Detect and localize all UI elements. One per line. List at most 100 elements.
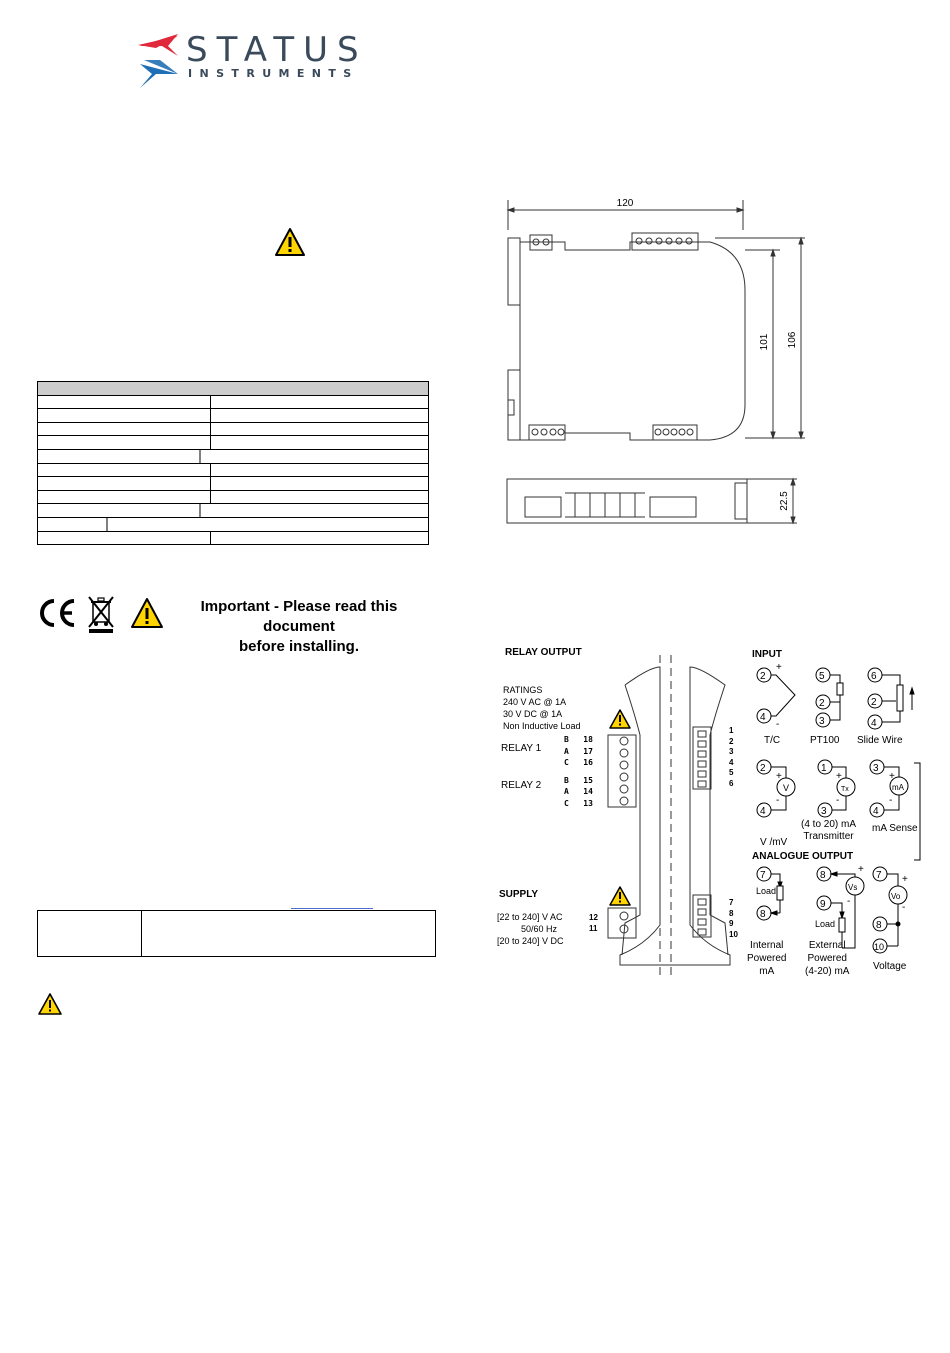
supply-pin: 12 xyxy=(589,913,598,922)
svg-text:4: 4 xyxy=(873,806,879,817)
dim-height-outer: 106 xyxy=(787,331,798,348)
svg-text:3: 3 xyxy=(821,806,827,817)
warning-icon xyxy=(131,598,163,628)
svg-text:6: 6 xyxy=(871,671,877,682)
terminal-number: 1 xyxy=(729,726,734,735)
transmitter-line: Transmitter xyxy=(803,831,854,842)
svg-text:+: + xyxy=(776,771,782,782)
supply-pin: 11 xyxy=(589,924,598,933)
svg-text:4: 4 xyxy=(871,718,877,729)
relay-pin: A 17 xyxy=(564,746,593,756)
relay-pin-list: B 18 A 17 C 16 B 15 A 14 C 13 xyxy=(564,734,593,809)
svg-text:+: + xyxy=(889,771,895,782)
terminal-number: 5 xyxy=(729,768,734,777)
dim-height-inner: 101 xyxy=(759,333,770,350)
internal-line: mA xyxy=(759,966,775,977)
svg-text:2: 2 xyxy=(871,697,877,708)
brand-name: STATUS xyxy=(186,30,368,70)
ratings-line: Non Inductive Load xyxy=(503,721,581,731)
relay-output-title: RELAY OUTPUT xyxy=(505,647,582,658)
relay-pin: C 16 xyxy=(564,758,593,767)
table-row xyxy=(37,530,429,546)
internal-line: Internal xyxy=(750,940,784,951)
table-row xyxy=(37,435,429,450)
svg-text:10: 10 xyxy=(874,942,884,952)
dimension-drawing-top: 22.5 xyxy=(506,477,797,525)
warning-icon xyxy=(38,993,62,1015)
svg-text:-: - xyxy=(889,795,892,806)
relay-pin: B 15 xyxy=(564,775,593,785)
svg-text:8: 8 xyxy=(820,870,826,881)
svg-text:+: + xyxy=(902,874,908,885)
pt100-label: PT100 xyxy=(810,735,840,746)
external-powered-label: External Powered (4-20) mA xyxy=(805,939,849,978)
svg-text:-: - xyxy=(902,902,905,913)
supply-lines: [22 to 240] V AC 50/60 Hz [20 to 240] V … xyxy=(497,911,564,947)
table-row xyxy=(37,462,429,478)
table-row xyxy=(37,489,429,505)
ratings-line: 30 V DC @ 1A xyxy=(503,709,563,719)
terminal-number: 3 xyxy=(729,747,734,756)
svg-text:4: 4 xyxy=(760,712,766,723)
svg-text:-: - xyxy=(836,795,839,806)
svg-text:5: 5 xyxy=(819,671,825,682)
svg-text:Vo: Vo xyxy=(891,892,901,901)
hyperlink-underline[interactable] xyxy=(291,908,373,909)
svg-text:2: 2 xyxy=(819,698,825,709)
dim-width: 120 xyxy=(617,198,634,209)
v-mv-label: V /mV xyxy=(760,837,788,848)
terminal-number: 8 xyxy=(729,908,734,918)
supply-line: 50/60 Hz xyxy=(521,924,558,934)
ratings-line: RATINGS xyxy=(503,685,543,695)
brand-chevron-logo xyxy=(138,34,178,88)
external-line: External xyxy=(808,940,846,951)
svg-text:mA: mA xyxy=(892,783,905,792)
table-row xyxy=(37,448,429,464)
analogue-output-title: ANALOGUE OUTPUT xyxy=(752,851,854,862)
relay-pin: B 18 xyxy=(564,735,593,744)
svg-text:4: 4 xyxy=(760,806,766,817)
terminal-number: 4 xyxy=(729,757,734,767)
svg-text:Tx: Tx xyxy=(841,786,849,793)
svg-text:8: 8 xyxy=(760,909,766,920)
supply-pins: 12 11 xyxy=(589,912,598,934)
terminal-number: 2 xyxy=(729,736,734,746)
input-title: INPUT xyxy=(752,649,782,660)
table-row xyxy=(37,394,429,410)
supply-line: [20 to 240] V DC xyxy=(497,936,564,946)
svg-text:-: - xyxy=(776,795,779,806)
table-row xyxy=(37,421,429,437)
voltage-label: Voltage xyxy=(873,961,907,972)
terminal-number: 10 xyxy=(729,929,738,939)
info-table xyxy=(37,910,436,957)
wiring-unit-outline xyxy=(607,655,731,975)
svg-text:7: 7 xyxy=(876,870,882,881)
svg-text:+: + xyxy=(836,771,842,782)
terminal-number: 6 xyxy=(729,778,734,788)
ratings-line: 240 V AC @ 1A xyxy=(503,697,567,707)
relay-pin: C 13 xyxy=(564,798,593,808)
svg-text:7: 7 xyxy=(760,870,766,881)
load-label-external: Load xyxy=(815,919,836,929)
warning-icon xyxy=(609,709,631,729)
load-label-internal: Load xyxy=(756,886,777,896)
svg-text:2: 2 xyxy=(760,671,766,682)
svg-text:-: - xyxy=(776,719,779,730)
external-line: Powered xyxy=(807,953,847,964)
table-row xyxy=(37,408,429,423)
ce-mark-icon xyxy=(40,599,75,627)
svg-text:-: - xyxy=(847,896,850,907)
terminal-numbers-top: 1 2 3 4 5 6 xyxy=(729,726,733,789)
important-line-2: before installing. xyxy=(238,638,359,655)
relay-1-label: RELAY 1 xyxy=(501,743,542,754)
svg-text:Vs: Vs xyxy=(848,883,857,892)
dim-depth: 22.5 xyxy=(779,491,790,511)
svg-text:1: 1 xyxy=(821,763,827,774)
svg-text:+: + xyxy=(858,864,864,875)
table-row xyxy=(37,476,429,491)
supply-line: [22 to 240] V AC xyxy=(497,912,563,922)
external-line: (4-20) mA xyxy=(805,966,850,977)
svg-text:3: 3 xyxy=(873,763,879,774)
dimension-drawing-front: 120 101 106 xyxy=(506,198,805,441)
svg-text:9: 9 xyxy=(820,899,826,910)
